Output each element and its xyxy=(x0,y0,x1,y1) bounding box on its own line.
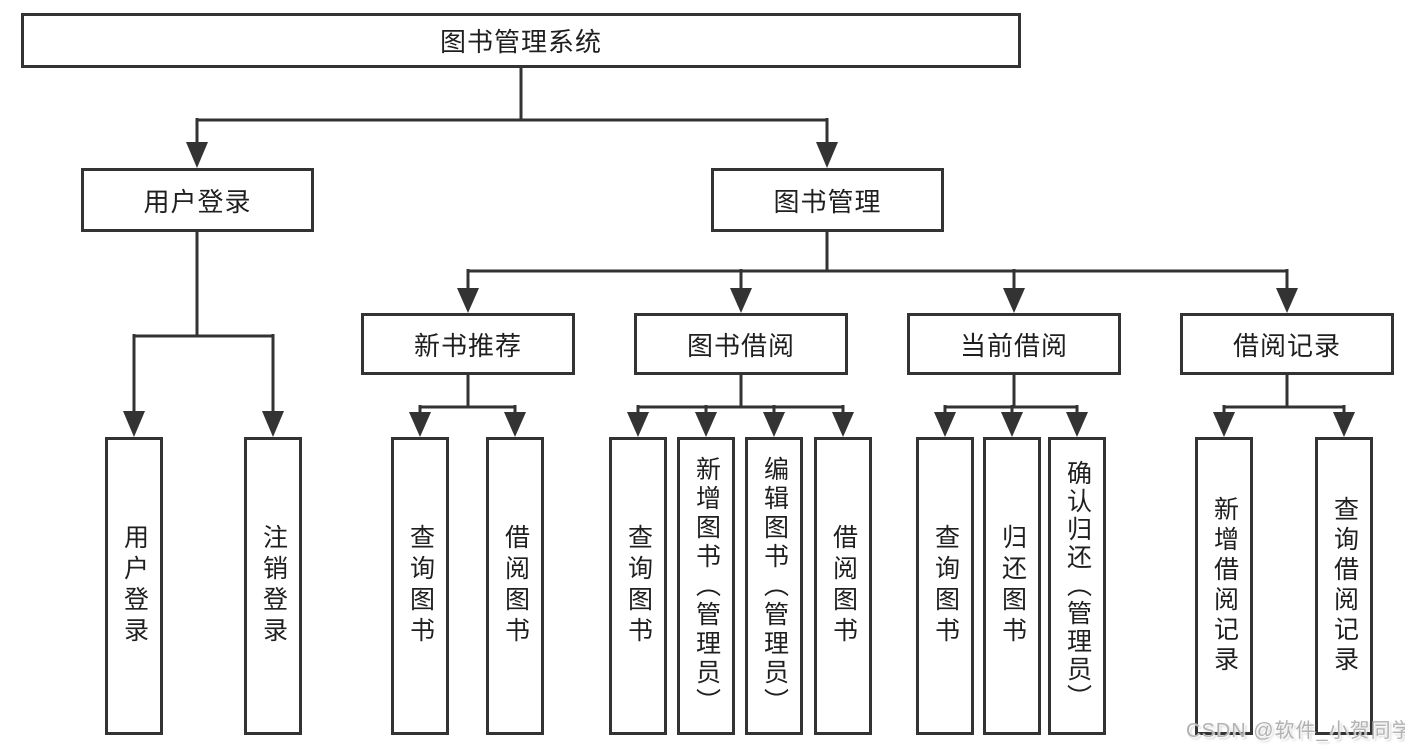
node-book-management-label: 图书管理 xyxy=(773,186,882,217)
leaf-borrow-books-borrowing: 借阅图书 xyxy=(814,437,872,735)
leaf-add-book-admin: 新增图书（管理员） xyxy=(677,437,735,735)
leaf-borrow-books-recommend-label: 借阅图书 xyxy=(501,524,530,648)
leaf-user-login-label: 用户登录 xyxy=(120,524,149,648)
node-borrow-records-label: 借阅记录 xyxy=(1232,330,1341,361)
leaf-borrow-books-recommend: 借阅图书 xyxy=(486,437,544,735)
leaf-user-login: 用户登录 xyxy=(105,437,163,735)
leaf-logout: 注销登录 xyxy=(244,437,302,735)
leaf-logout-label: 注销登录 xyxy=(259,524,288,648)
node-borrow-records: 借阅记录 xyxy=(1180,313,1394,375)
node-book-borrowing: 图书借阅 xyxy=(634,313,848,375)
leaf-return-books: 归还图书 xyxy=(983,437,1041,735)
leaf-confirm-return-admin: 确认归还（管理员） xyxy=(1048,437,1106,735)
leaf-query-borrow-record: 查询借阅记录 xyxy=(1315,437,1373,735)
leaf-edit-book-admin: 编辑图书（管理员） xyxy=(745,437,803,735)
leaf-return-books-label: 归还图书 xyxy=(998,524,1027,648)
leaf-query-books-current-label: 查询图书 xyxy=(931,524,960,648)
leaf-query-books-current: 查询图书 xyxy=(916,437,974,735)
node-book-borrowing-label: 图书借阅 xyxy=(686,330,795,361)
leaf-query-books-borrowing: 查询图书 xyxy=(609,437,667,735)
leaf-confirm-return-admin-label: 确认归还（管理员） xyxy=(1063,460,1092,712)
leaf-borrow-books-borrowing-label: 借阅图书 xyxy=(829,524,858,648)
node-user-login: 用户登录 xyxy=(81,168,314,232)
leaf-add-book-admin-label: 新增图书（管理员） xyxy=(692,455,721,717)
leaf-query-borrow-record-label: 查询借阅记录 xyxy=(1330,496,1359,676)
leaf-query-books-recommend-label: 查询图书 xyxy=(406,524,435,648)
node-current-borrowing-label: 当前借阅 xyxy=(959,330,1068,361)
node-current-borrowing: 当前借阅 xyxy=(907,313,1121,375)
leaf-add-borrow-record: 新增借阅记录 xyxy=(1195,437,1253,735)
node-new-book-recommend-label: 新书推荐 xyxy=(413,330,522,361)
node-system-root: 图书管理系统 xyxy=(21,13,1021,68)
node-user-login-label: 用户登录 xyxy=(143,186,252,217)
csdn-watermark: CSDN @软件_小贺同学 xyxy=(1186,720,1405,742)
node-system-root-label: 图书管理系统 xyxy=(439,27,602,57)
node-new-book-recommend: 新书推荐 xyxy=(361,313,575,375)
leaf-edit-book-admin-label: 编辑图书（管理员） xyxy=(760,455,789,717)
leaf-query-books-borrowing-label: 查询图书 xyxy=(624,524,653,648)
leaf-query-books-recommend: 查询图书 xyxy=(391,437,449,735)
node-book-management: 图书管理 xyxy=(711,168,944,232)
leaf-add-borrow-record-label: 新增借阅记录 xyxy=(1210,496,1239,676)
